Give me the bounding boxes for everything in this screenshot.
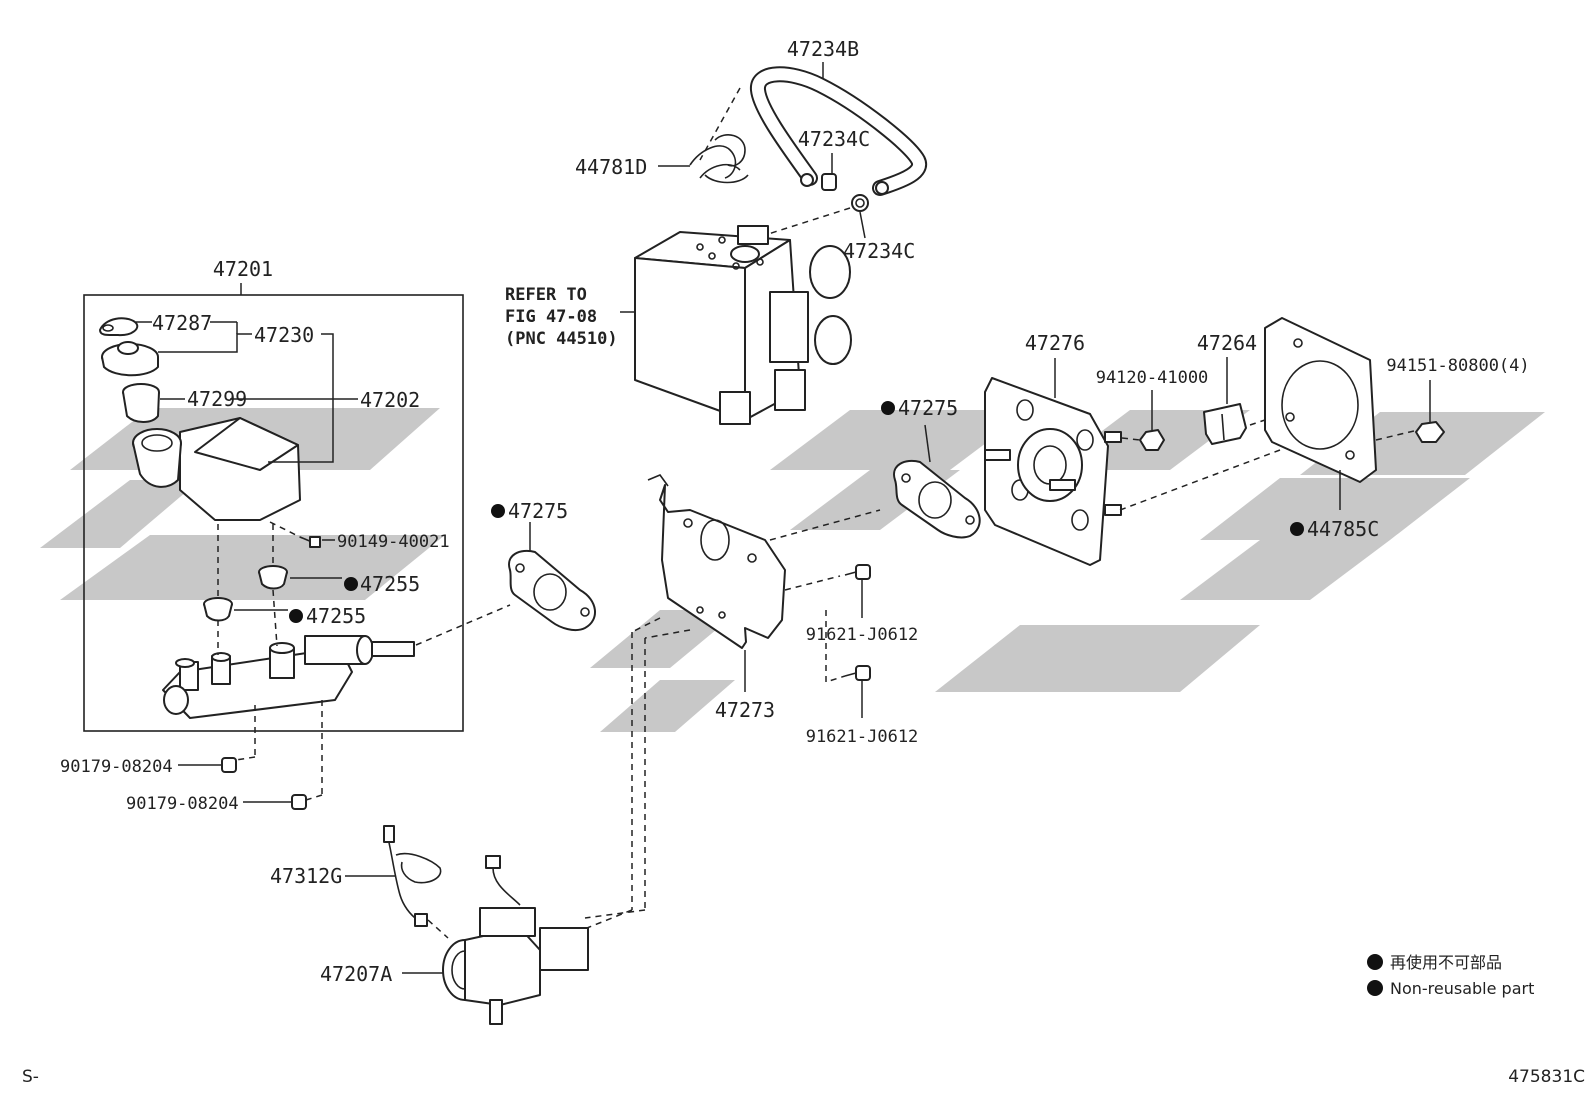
label-47273: 47273 (715, 698, 775, 722)
label-47275-left: 47275 (508, 499, 568, 523)
master-cylinder (162, 635, 415, 719)
grommet-47255-a (258, 565, 288, 590)
legend-text-jp: 再使用不可部品 (1390, 953, 1502, 972)
ring-47287 (99, 317, 139, 337)
corner-code-right: 475831C (1508, 1067, 1585, 1087)
assembly-47201-box (83, 294, 464, 732)
strainer-47299 (122, 383, 160, 423)
non-reusable-dot-47255-b (289, 609, 303, 623)
reservoir-47202 (132, 417, 301, 521)
label-47264: 47264 (1197, 331, 1257, 355)
label-91621-J0612-b: 91621-J0612 (806, 727, 919, 747)
label-47299: 47299 (187, 387, 247, 411)
label-47312G: 47312G (270, 864, 342, 888)
label-91621-J0612-a: 91621-J0612 (806, 625, 919, 645)
sensor-47207A (442, 855, 589, 1025)
label-47287: 47287 (152, 311, 212, 335)
label-47276: 47276 (1025, 331, 1085, 355)
label-44781D: 44781D (575, 155, 647, 179)
gasket-47275-right (893, 460, 981, 539)
non-reusable-dot-47275-left (491, 504, 505, 518)
non-reusable-dot-47275-right (881, 401, 895, 415)
non-reusable-dot-44785C (1290, 522, 1304, 536)
label-90149-40021: 90149-40021 (337, 532, 450, 552)
non-reusable-dot-47255-a (344, 577, 358, 591)
clamp-47234C-top (821, 173, 837, 191)
label-47230: 47230 (254, 323, 314, 347)
legend: 再使用不可部品 Non-reusable part (1367, 953, 1534, 998)
cap-47230 (101, 341, 159, 377)
label-47202: 47202 (360, 388, 420, 412)
label-90179-08204-a: 90179-08204 (60, 757, 173, 777)
label-47255-a: 47255 (360, 572, 420, 596)
label-90179-08204-b: 90179-08204 (126, 794, 239, 814)
grommet-47255-b (203, 597, 233, 622)
nut-94151 (1415, 421, 1445, 443)
abs-actuator (634, 225, 852, 425)
legend-dot-jp (1367, 954, 1383, 970)
clamp-47234C-mid (851, 194, 869, 212)
bolt-91621-a (844, 564, 871, 580)
legend-dot-en (1367, 980, 1383, 996)
label-47234C-mid: 47234C (843, 239, 915, 263)
gasket-44785C (1264, 317, 1377, 483)
bracket-47273 (647, 474, 786, 649)
label-47207A: 47207A (320, 962, 392, 986)
label-94120-41000: 94120-41000 (1096, 368, 1209, 388)
refer-line-1: REFER TO (505, 285, 587, 305)
corner-code-left: S- (22, 1067, 39, 1087)
refer-line-3: (PNC 44510) (505, 329, 618, 349)
label-47275-right: 47275 (898, 396, 958, 420)
legend-text-en: Non-reusable part (1390, 979, 1534, 998)
bolt-90179-b (291, 794, 307, 810)
nut-94120 (1139, 429, 1165, 451)
label-47255-b: 47255 (306, 604, 366, 628)
label-94151-80800: 94151-80800(4) (1386, 356, 1529, 376)
label-47201: 47201 (213, 257, 273, 281)
bolt-91621-b (844, 665, 871, 681)
plate-47276 (984, 377, 1122, 566)
label-47234C-top: 47234C (798, 127, 870, 151)
label-44785C: 44785C (1307, 517, 1379, 541)
refer-line-2: FIG 47-08 (505, 307, 597, 327)
hose-47234B (750, 66, 927, 196)
bolt-90179-a (221, 757, 237, 773)
label-47234B: 47234B (787, 37, 859, 61)
clip-44781D (689, 134, 749, 184)
gasket-47275-left (508, 550, 596, 632)
harness-47312G (383, 825, 442, 927)
clip-47264 (1203, 403, 1247, 445)
part-labels: 47234B 47234C 44781D 47234C 47201 47287 … (60, 37, 1530, 986)
